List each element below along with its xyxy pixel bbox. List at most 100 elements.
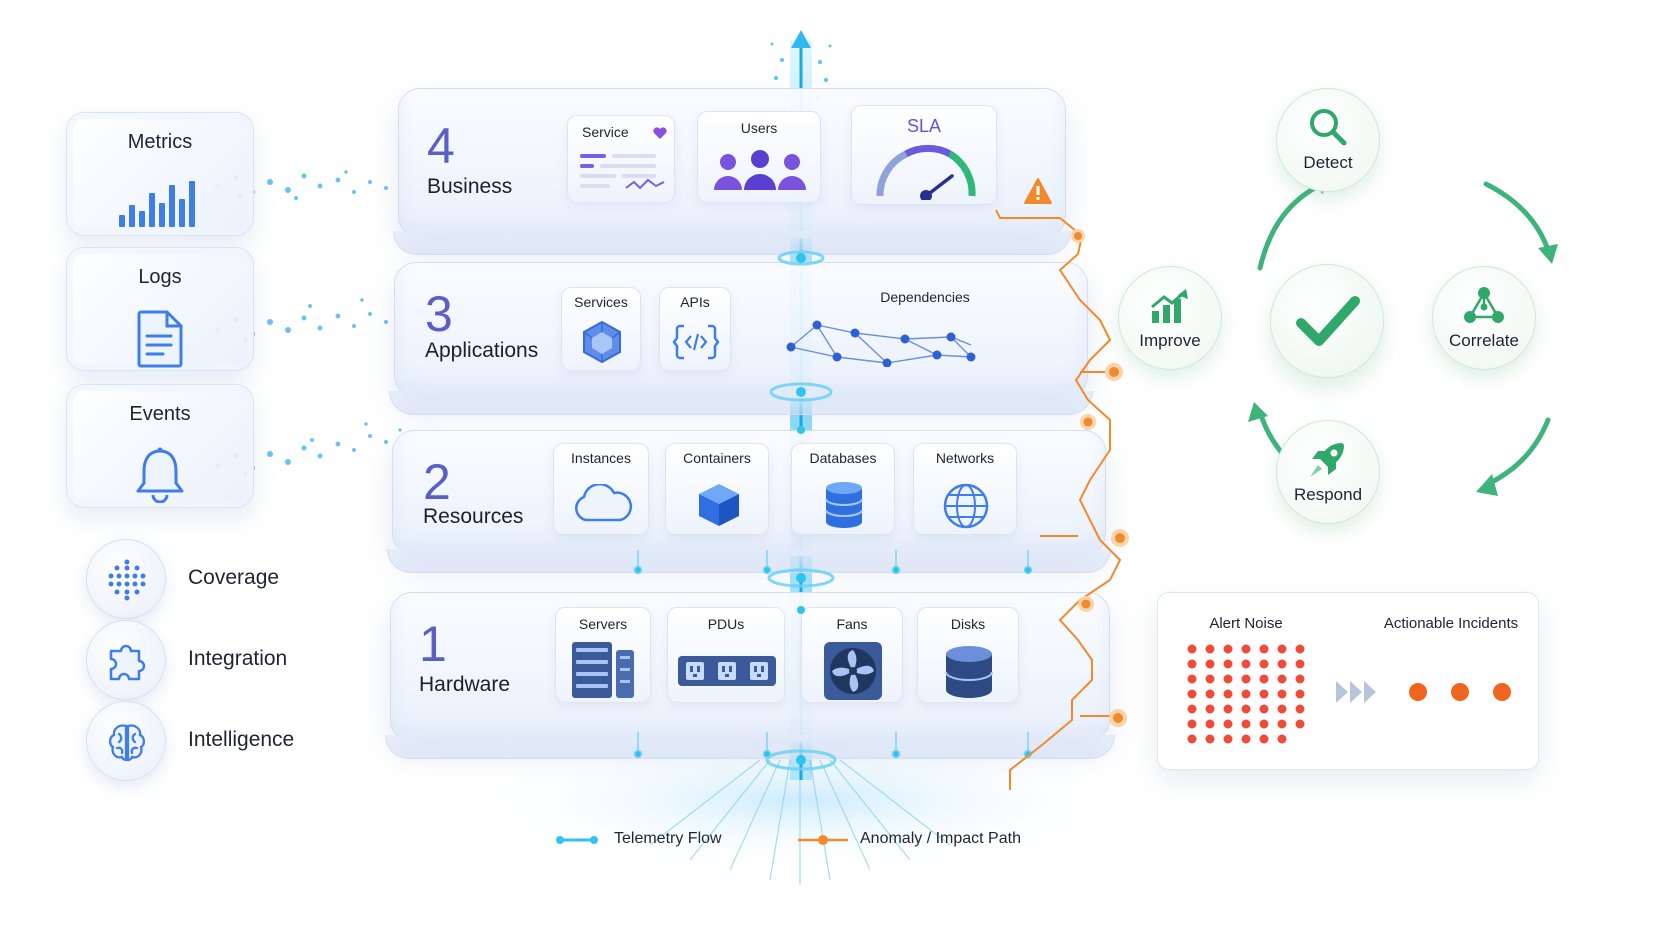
noise-dot [1295, 644, 1305, 654]
source-card-events[interactable]: Events [66, 384, 254, 508]
layer-number: 3 [425, 286, 453, 342]
document-icon [137, 310, 183, 368]
noise-dot [1241, 704, 1251, 714]
source-card-metrics[interactable]: Metrics [66, 112, 254, 236]
tile-instances[interactable]: Instances [553, 443, 649, 535]
cycle-improve[interactable]: Improve [1118, 266, 1222, 370]
cycle-respond[interactable]: Respond [1276, 420, 1380, 524]
noise-dot [1187, 704, 1197, 714]
tile-label: Networks [935, 450, 995, 466]
layer-resources: 2 Resources Instances Containers Databas… [387, 430, 1111, 573]
noise-dot [1277, 674, 1287, 684]
tile-servers[interactable]: Servers [555, 607, 651, 703]
noise-dot [1259, 644, 1269, 654]
telemetry-rings [765, 250, 837, 771]
cycle-center-check [1270, 264, 1384, 378]
cycle-label: Correlate [1449, 331, 1519, 350]
alert-noise-dots [1187, 644, 1305, 744]
noise-dot [1205, 689, 1215, 699]
cycle-correlate[interactable]: Correlate [1432, 266, 1536, 370]
noise-dot [1187, 674, 1197, 684]
up-arrow-icon [791, 30, 811, 48]
noise-dot [1259, 734, 1269, 744]
incident-dot [1409, 683, 1427, 701]
magnifier-icon [1310, 109, 1347, 146]
puzzle-icon [109, 644, 146, 681]
noise-dot [1259, 719, 1269, 729]
telemetry-legend-swatch [556, 836, 598, 844]
brain-icon [108, 724, 146, 762]
noise-dot [1259, 689, 1269, 699]
capability-label: Intelligence [188, 728, 295, 751]
tile-pdus[interactable]: PDUs [667, 607, 785, 703]
tile-users[interactable]: Users [697, 111, 821, 203]
warning-icon [1024, 178, 1052, 204]
noise-dot [1295, 719, 1305, 729]
bell-icon [136, 447, 184, 503]
tile-services[interactable]: Services [561, 287, 641, 371]
noise-dot [1241, 674, 1251, 684]
layer-hardware: 1 Hardware Servers PDUs [385, 592, 1115, 759]
actionable-incident-dots [1409, 683, 1511, 701]
noise-dot [1223, 719, 1233, 729]
noise-dot [1295, 689, 1305, 699]
layer-business: 4 Business Service Users SLA [393, 88, 1071, 255]
triple-chevron-icon [1336, 681, 1376, 703]
cloud-icon [575, 484, 633, 522]
service-panel-icon [580, 154, 665, 190]
legend-telemetry: Telemetry Flow [614, 830, 722, 847]
noise-dot [1277, 704, 1287, 714]
tile-apis[interactable]: APIs [659, 287, 731, 371]
tile-label: Fans [836, 616, 868, 632]
tile-label: Databases [809, 450, 877, 466]
noise-dot [1223, 704, 1233, 714]
noise-dot [1241, 734, 1251, 744]
tile-fans[interactable]: Fans [801, 607, 903, 703]
layer-number: 1 [419, 616, 447, 672]
noise-dot [1295, 674, 1305, 684]
noise-dot [1205, 719, 1215, 729]
alert-noise-label: Alert Noise [1209, 615, 1283, 632]
noise-dot [1241, 659, 1251, 669]
tile-label: Dependencies [880, 289, 970, 305]
noise-dot [1187, 659, 1197, 669]
tile-label: Containers [683, 450, 751, 466]
cycle-detect[interactable]: Detect [1276, 88, 1380, 192]
noise-dot [1223, 659, 1233, 669]
layer-name: Hardware [419, 673, 511, 696]
tile-dependencies[interactable]: Dependencies [765, 279, 1055, 375]
anomaly-nodes [1071, 229, 1129, 727]
anomaly-path [995, 209, 1122, 790]
noise-dot [1277, 734, 1287, 744]
layer-name: Business [427, 175, 513, 198]
tile-databases[interactable]: Databases [791, 443, 895, 535]
noise-dot [1259, 659, 1269, 669]
noise-dot [1223, 689, 1233, 699]
incident-dot [1451, 683, 1469, 701]
noise-dot [1277, 719, 1287, 729]
noise-dot [1223, 674, 1233, 684]
tile-service[interactable]: Service [567, 115, 675, 203]
tile-networks[interactable]: Networks [913, 443, 1017, 535]
tile-label: SLA [906, 116, 942, 136]
anomaly-legend-swatch [798, 835, 848, 845]
tile-label: Service [582, 124, 629, 140]
noise-dot [1241, 689, 1251, 699]
incident-dot [1493, 683, 1511, 701]
noise-dot [1187, 719, 1197, 729]
hexagon-icon [583, 320, 621, 364]
growth-chart-icon [1151, 289, 1188, 323]
fan-icon [824, 642, 882, 700]
tile-containers[interactable]: Containers [665, 443, 769, 535]
bar-chart-icon [119, 181, 195, 227]
tile-sla[interactable]: SLA [851, 105, 997, 205]
cycle-label: Respond [1293, 485, 1363, 504]
capability-coverage: Coverage [86, 539, 366, 619]
noise-dot [1277, 644, 1287, 654]
rocket-icon [1310, 443, 1344, 477]
checkmark-icon [1296, 296, 1360, 346]
tile-disks[interactable]: Disks [917, 607, 1019, 703]
dependency-graph-icon [786, 320, 976, 367]
source-card-logs[interactable]: Logs [66, 247, 254, 371]
